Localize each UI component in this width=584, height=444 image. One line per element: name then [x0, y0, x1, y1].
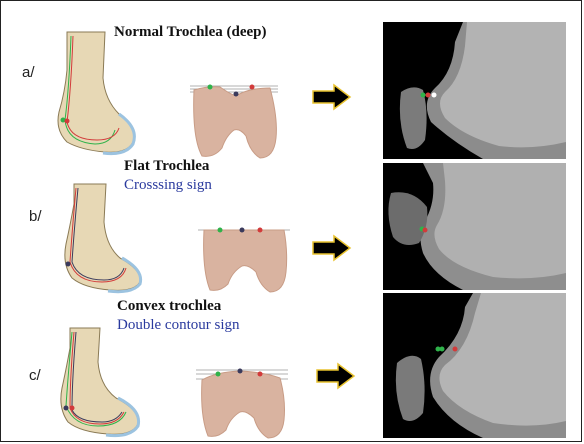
row-c-xray-red-dot — [453, 347, 458, 352]
row-b-drawing-dark-dot — [66, 262, 71, 267]
row-a-xray-red-dot — [426, 93, 431, 98]
row-b-label: b/ — [29, 208, 42, 225]
row-a-section-dark-dot — [234, 92, 239, 97]
row-c-xray-image — [383, 293, 566, 438]
row-b-section-dark-dot — [240, 228, 245, 233]
row-a-xray-white-dot — [432, 93, 437, 98]
row-c-femur-drawing — [52, 326, 152, 438]
row-c-section-red-dot — [258, 372, 263, 377]
row-a-section-green-dot — [208, 85, 213, 90]
row-c-arrow-icon — [316, 363, 356, 389]
row-c-section-dark-dot — [238, 369, 243, 374]
row-a-section-red-dot — [250, 85, 255, 90]
row-c-label: c/ — [29, 367, 41, 384]
row-a-femur-drawing — [45, 30, 145, 155]
row-c-title: Convex trochlea — [117, 298, 221, 315]
row-c-drawing-red-dot — [70, 406, 75, 411]
row-b-section-red-dot — [258, 228, 263, 233]
row-c-xray-green-dot-2 — [440, 347, 445, 352]
row-c-axial-section — [196, 366, 288, 440]
row-a-xray-image — [383, 22, 566, 159]
row-a-axial-section — [190, 78, 280, 160]
row-a-xray-green-dot — [421, 93, 426, 98]
row-a-arrow-icon — [312, 84, 352, 110]
row-b-axial-section — [198, 222, 290, 294]
row-b-arrow-icon — [312, 235, 352, 261]
row-c-section-green-dot — [216, 372, 221, 377]
row-b-title: Flat Trochlea — [124, 158, 209, 175]
row-b-femur-drawing — [56, 182, 156, 294]
row-a-drawing-red-dot — [65, 119, 70, 124]
row-c-drawing-dark-dot — [64, 406, 69, 411]
row-b-xray-image — [383, 163, 566, 290]
row-a-label: a/ — [22, 64, 35, 81]
row-b-section-green-dot — [218, 228, 223, 233]
row-b-xray-red-dot — [423, 228, 428, 233]
